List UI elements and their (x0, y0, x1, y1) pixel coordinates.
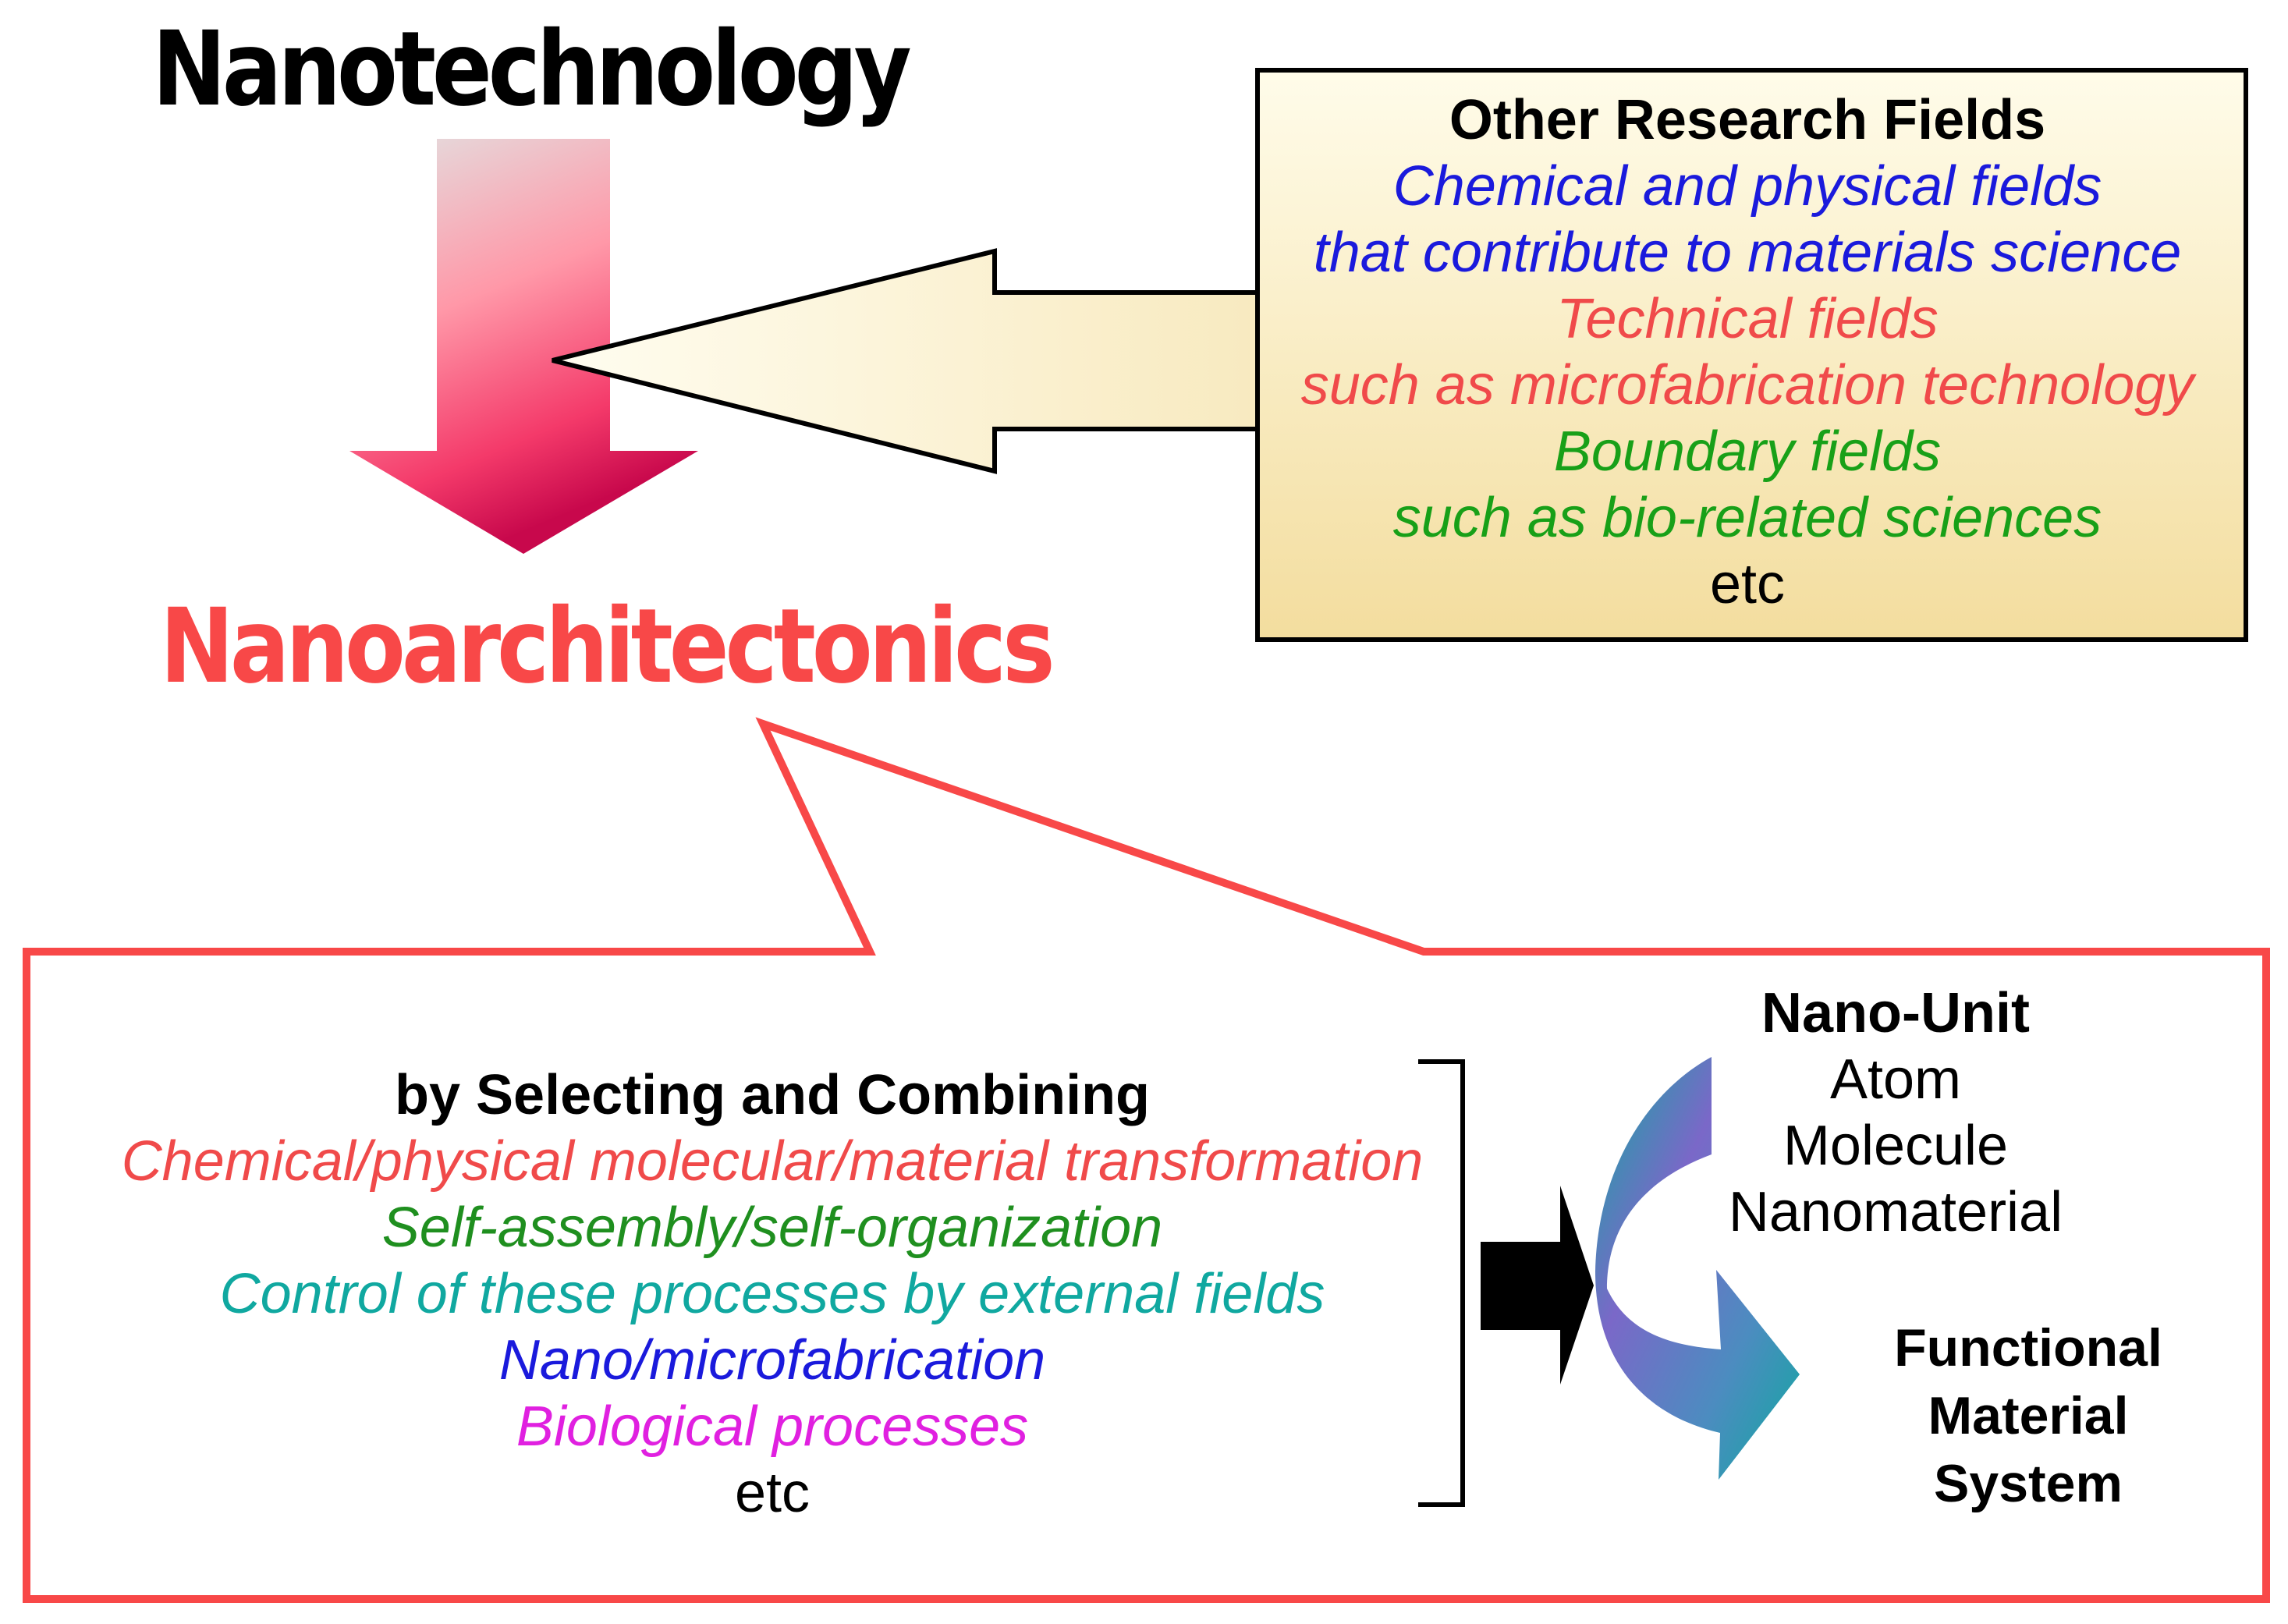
methods-line: Nano/microfabrication (498, 1329, 1046, 1392)
methods-text: by Selecting and Combining Chemical/phys… (78, 1062, 1467, 1526)
bracket (1418, 1059, 1465, 1507)
black-arrow (1481, 1186, 1594, 1385)
functional-line: Material (1928, 1386, 2129, 1445)
other-fields-text: Other Research Fields Chemical and physi… (1260, 87, 2235, 618)
methods-etc: etc (734, 1462, 811, 1524)
methods-line: Self-assembly/self-organization (381, 1197, 1163, 1259)
methods-line: Chemical/physical molecular/material tra… (121, 1130, 1424, 1193)
title-nanotechnology: Nanotechnology (152, 9, 912, 129)
nano-unit-item: Molecule (1783, 1115, 2009, 1177)
other-fields-line: Boundary fields (1553, 420, 1942, 483)
down-arrow (349, 139, 698, 554)
other-fields-heading: Other Research Fields (1449, 89, 2046, 151)
functional-material-system: Functional Material System (1857, 1314, 2200, 1518)
other-fields-line: that contribute to materials science (1313, 222, 2182, 284)
other-fields-line: Chemical and physical fields (1392, 155, 2102, 218)
other-fields-box (1255, 68, 2248, 642)
nano-unit-item: Atom (1829, 1048, 1962, 1111)
other-fields-line: Technical fields (1556, 288, 1939, 350)
nano-unit-item: Nanomaterial (1728, 1181, 2063, 1243)
title-nanoarchitectonics: Nanoarchitectonics (160, 587, 1055, 707)
functional-line: Functional (1894, 1318, 2162, 1378)
other-fields-etc: etc (1709, 553, 1786, 615)
other-fields-line: such as bio-related sciences (1392, 487, 2102, 549)
nano-unit-heading: Nano-Unit (1761, 982, 2030, 1044)
left-arrow (552, 248, 1260, 474)
functional-line: System (1934, 1454, 2123, 1513)
nano-unit-text: Nano-Unit Atom Molecule Nanomaterial (1677, 980, 2114, 1246)
other-fields-line: such as microfabrication technology (1300, 354, 2194, 417)
methods-line: Biological processes (516, 1395, 1029, 1458)
curved-arrow (1595, 1057, 1800, 1480)
methods-line: Control of these processes by external f… (219, 1263, 1325, 1325)
methods-heading: by Selecting and Combining (394, 1064, 1151, 1126)
